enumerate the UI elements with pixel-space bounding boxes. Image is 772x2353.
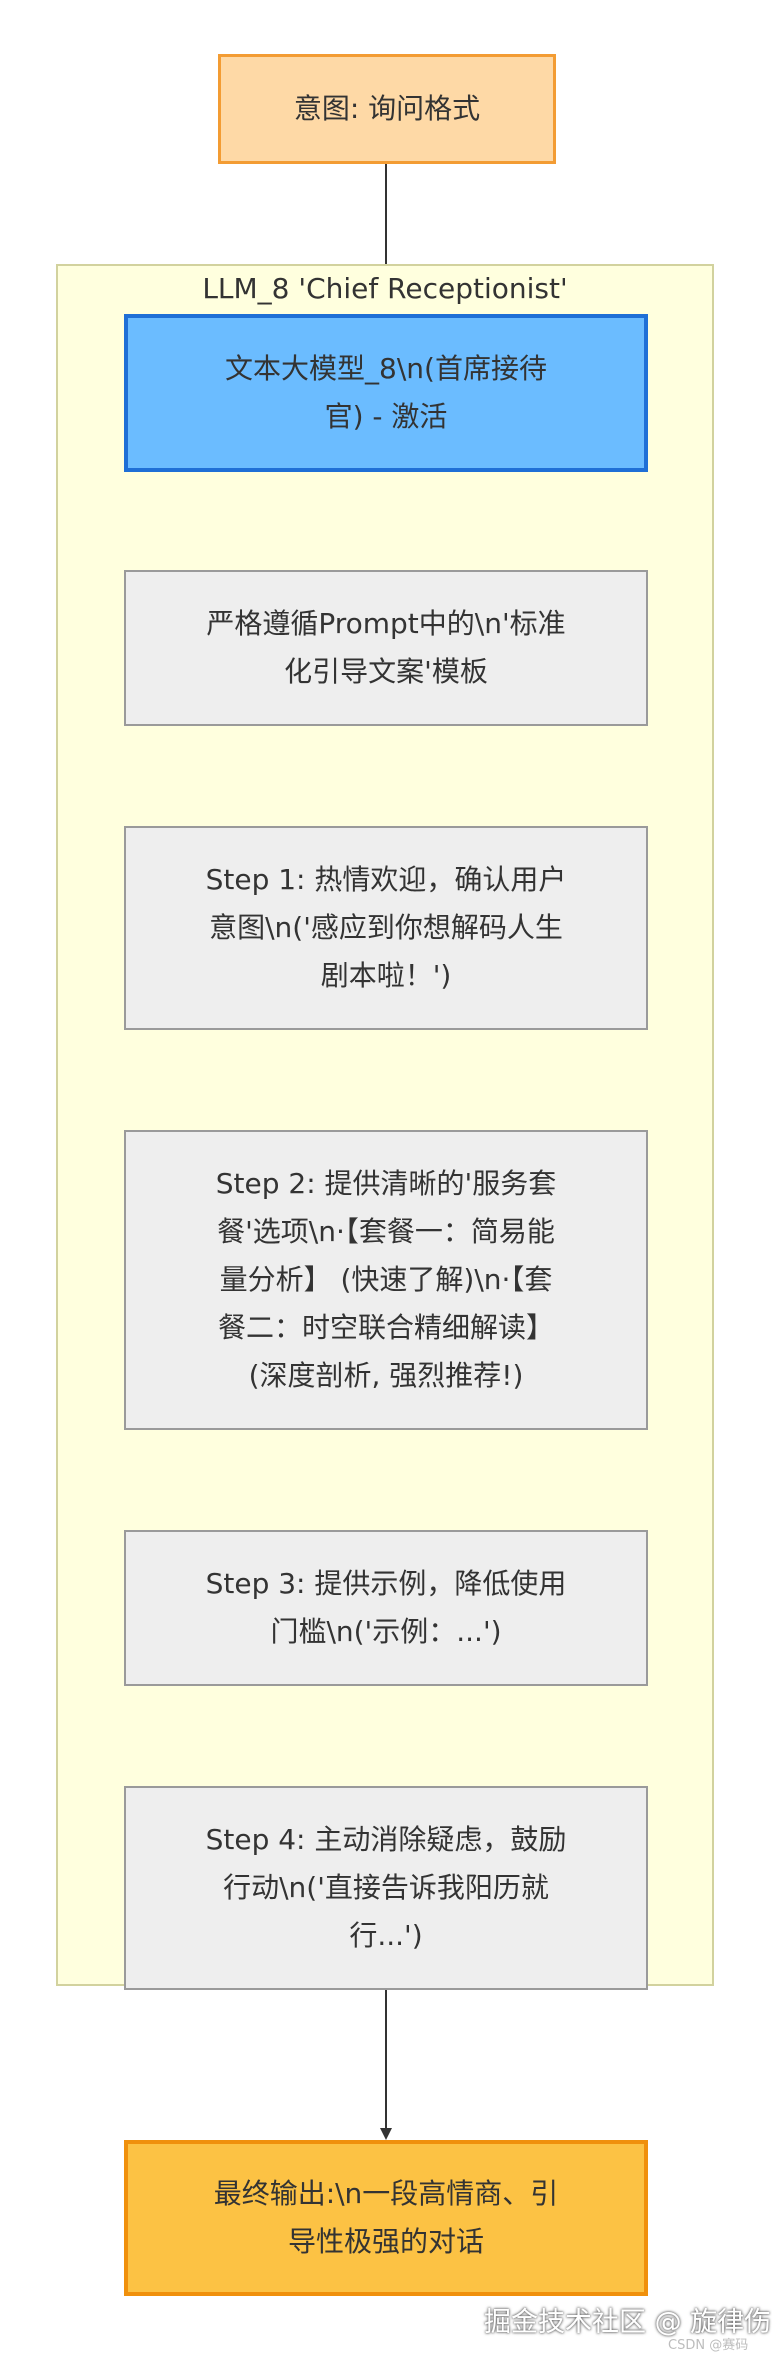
step4-label-line: 行...') [349,1919,423,1952]
strict-label-line: 严格遵循Prompt中的\n'标准 [206,607,566,640]
step2-label-line: Step 2: 提供清晰的'服务套 [215,1167,557,1200]
step2-node: Step 2: 提供清晰的'服务套 餐'选项\n·【套餐一：简易能 量分析】 (… [124,1130,648,1430]
step1-label-line: Step 1: 热情欢迎，确认用户 [205,863,567,896]
intent-node: 意图: 询问格式 [218,54,556,164]
step3-node: Step 3: 提供示例，降低使用 门槛\n('示例：...') [124,1530,648,1686]
intent-label: 意图: 询问格式 [293,92,481,125]
step2-label-line: 量分析】 (快速了解)\n·【套 [219,1263,553,1296]
step2-label-line: 餐二：时空联合精细解读】 [217,1311,554,1344]
watermark-text: 掘金技术社区 @ 旋律伤 [484,2307,772,2338]
step4-node: Step 4: 主动消除疑虑，鼓励 行动\n('直接告诉我阳历就 行...') [124,1786,648,1990]
step1-label-line: 剧本啦！') [320,959,452,992]
final-label-line: 最终输出:\n一段高情商、引 [213,2177,559,2210]
step2-label-line: 餐'选项\n·【套餐一：简易能 [217,1215,555,1248]
step1-label-line: 意图\n('感应到你想解码人生 [209,911,563,944]
step4-label-line: 行动\n('直接告诉我阳历就 [223,1871,549,1904]
final-output-node: 最终输出:\n一段高情商、引 导性极强的对话 [124,2140,648,2296]
final-label-line: 导性极强的对话 [287,2225,484,2258]
strict-label-line: 化引导文案'模板 [284,655,488,688]
llm-cluster: LLM_8 'Chief Receptionist' [56,264,714,1986]
llm-label-line: 官) - 激活 [324,400,448,433]
step3-label-line: 门槛\n('示例：...') [270,1615,502,1648]
step1-node: Step 1: 热情欢迎，确认用户 意图\n('感应到你想解码人生 剧本啦！') [124,826,648,1030]
watermark-subtext: CSDN @赛码 [668,2338,749,2353]
step3-label-line: Step 3: 提供示例，降低使用 [205,1567,567,1600]
step4-label-line: Step 4: 主动消除疑虑，鼓励 [205,1823,567,1856]
llm-label-line: 文本大模型_8\n(首席接待 [225,352,547,385]
llm-node: 文本大模型_8\n(首席接待 官) - 激活 [124,314,648,472]
strict-template-node: 严格遵循Prompt中的\n'标准 化引导文案'模板 [124,570,648,726]
step2-label-line: (深度剖析, 强烈推荐!) [248,1359,524,1392]
cluster-title: LLM_8 'Chief Receptionist' [202,272,568,305]
